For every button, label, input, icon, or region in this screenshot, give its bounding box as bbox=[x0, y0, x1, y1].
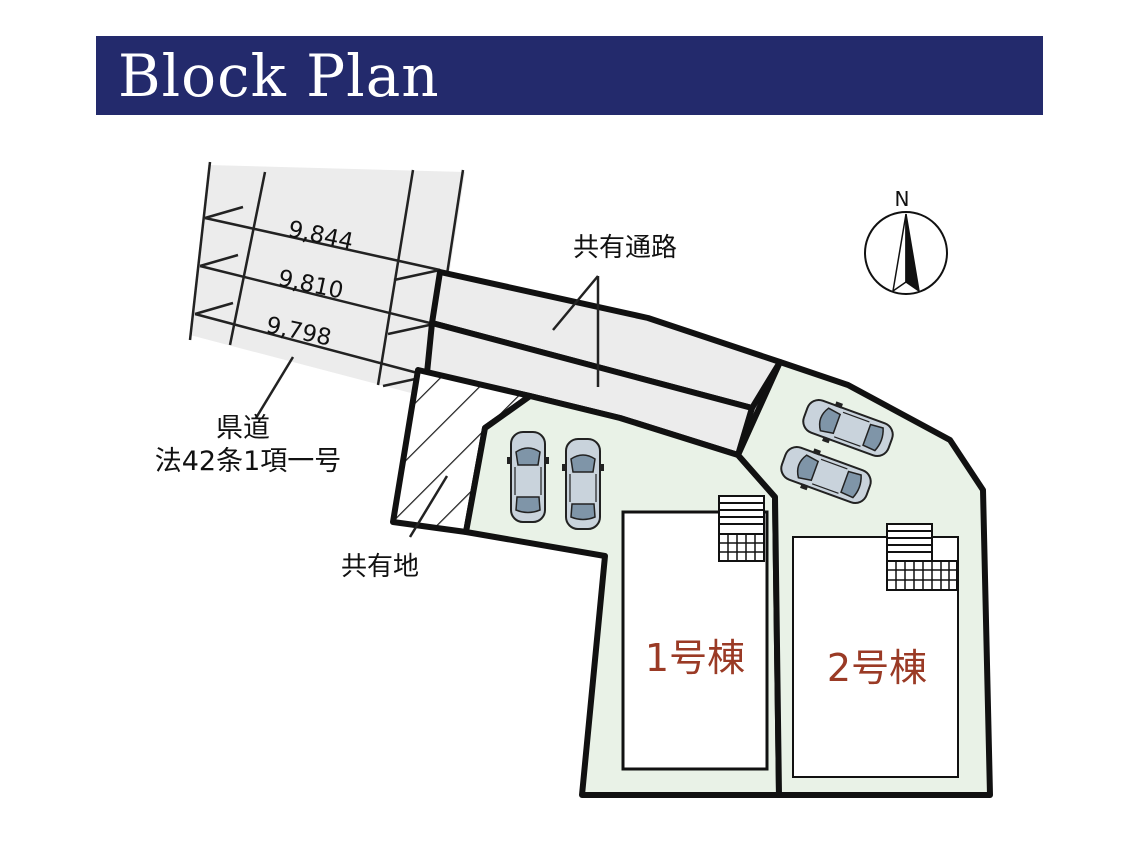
north-label: N bbox=[895, 187, 910, 211]
shared-land-label: 共有地 bbox=[341, 552, 419, 582]
road-width-dimensions bbox=[194, 205, 441, 419]
shared-passage-label: 共有通路 bbox=[573, 233, 677, 263]
parked-car-icon bbox=[561, 438, 605, 530]
building-1-label: 1号棟 bbox=[645, 636, 745, 680]
leader-line bbox=[408, 475, 449, 538]
road-name-line1: 県道 bbox=[216, 413, 270, 444]
building-1 bbox=[621, 495, 769, 771]
leader-line bbox=[552, 275, 599, 331]
parked-car-icon bbox=[506, 431, 550, 523]
building-2-label: 2号棟 bbox=[827, 646, 927, 690]
road-name-line2: 法42条1項一号 bbox=[155, 446, 342, 477]
title-banner: Block Plan bbox=[96, 36, 1043, 115]
north-arrow-icon bbox=[864, 211, 948, 295]
building-2 bbox=[792, 523, 959, 778]
page-title: Block Plan bbox=[118, 42, 440, 110]
